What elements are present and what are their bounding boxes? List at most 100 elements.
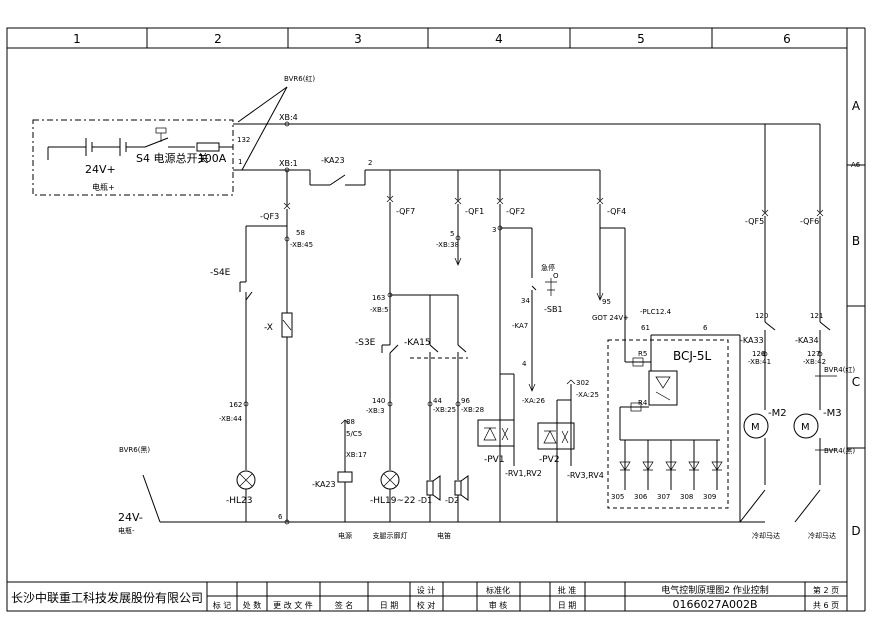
r5-label: R5 xyxy=(638,350,647,358)
main-switch-label: S4 电源总开关 xyxy=(136,151,208,165)
supply-label: 24V+ xyxy=(85,163,116,176)
column-label: 6 xyxy=(783,32,791,46)
bcj-label: BCJ-5L xyxy=(673,349,711,363)
node-2-label: 2 xyxy=(368,159,372,167)
m3-glyph: M xyxy=(801,422,810,433)
battery-minus-label: 电瓶- xyxy=(118,526,135,535)
column-label: 4 xyxy=(495,32,503,46)
branch-qf3 xyxy=(236,170,293,522)
node-61: 61 xyxy=(641,324,650,332)
led-label: 308 xyxy=(680,493,693,501)
m2-label: -M2 xyxy=(768,408,787,419)
bvr6-bottom-cable xyxy=(142,474,161,523)
hl19-xb: -XB:3 xyxy=(366,407,385,415)
node-6: 6 xyxy=(703,324,708,332)
battery-circuit xyxy=(47,127,233,160)
column-dividers xyxy=(146,28,713,48)
bvr4-bottom-label: BVR4(黑) xyxy=(824,447,855,455)
qf3-xb: -XB:45 xyxy=(290,241,313,249)
branch-pv2 xyxy=(537,379,576,522)
ka34-label: -KA34 xyxy=(795,336,819,345)
r4-label: R4 xyxy=(638,399,648,407)
qf6-xb: -XB:42 xyxy=(803,358,826,366)
tb-standard: 标准化 xyxy=(486,585,510,595)
caption-horn: 电笛 xyxy=(437,531,451,540)
qf3-label: -QF3 xyxy=(260,212,279,221)
row-label: C xyxy=(852,375,860,389)
s4e-label: -S4E xyxy=(210,268,231,278)
tb-change-doc: 更 改 文 件 xyxy=(273,600,313,610)
qf4-wire: 95 xyxy=(602,298,611,306)
rv12-label: -RV1,RV2 xyxy=(505,469,542,478)
qf4-label: -QF4 xyxy=(607,207,626,216)
xb1-label: XB:1 xyxy=(279,159,298,168)
bcj-internal xyxy=(619,334,741,522)
branch-qf5 xyxy=(739,124,776,523)
column-label: 5 xyxy=(637,32,645,46)
sheet-total: 共 6 页 xyxy=(813,601,839,610)
m3-motor-symbol xyxy=(793,413,819,439)
bvr6-bottom-label: BVR6(黑) xyxy=(119,446,150,454)
hl23-label: -HL23 xyxy=(226,496,252,506)
tb-approve: 批 准 xyxy=(558,585,577,595)
tb-design: 设 计 xyxy=(417,585,436,595)
ka23-coil-wire: 88 xyxy=(346,418,355,426)
horn-xb-a: -XB:25 xyxy=(433,406,456,414)
horn-xb-b: -XB:28 xyxy=(461,406,484,414)
bvr6-top-cable xyxy=(237,86,288,171)
m3-label: -M3 xyxy=(823,408,842,419)
d2-label: -D2 xyxy=(445,496,459,505)
qf6-wire-2: 127 xyxy=(807,350,820,358)
drawing-number: 0166027A002B xyxy=(672,598,757,611)
qf7-label: -QF7 xyxy=(396,207,415,216)
d1-label: -D1 xyxy=(418,496,432,505)
pin-132: 132 xyxy=(237,136,250,144)
m2-motor-symbol xyxy=(743,413,769,439)
sb1-mark-o: O xyxy=(553,272,559,280)
tb-approve-date: 日 期 xyxy=(558,601,577,610)
ka23-contact xyxy=(309,170,366,186)
branch-qf4 xyxy=(596,170,626,362)
drawing-title: 电气控制原理图2 作业控制 xyxy=(661,584,769,596)
sb1-wire: 34 xyxy=(521,297,530,305)
xa26-label: -XA:26 xyxy=(522,397,545,405)
pv1-symbol xyxy=(477,419,515,447)
qf5-wire: 120 xyxy=(755,312,768,320)
led-label: 305 xyxy=(611,493,624,501)
title-block xyxy=(7,581,847,611)
fuse-label: 100A xyxy=(198,152,227,165)
ground-node-6: 6 xyxy=(278,513,283,521)
hl19-label: -HL19~22 xyxy=(370,496,415,506)
pv2-label: -PV2 xyxy=(539,455,560,465)
qf1-label: -QF1 xyxy=(465,207,484,216)
qf7-xb: -XB:5 xyxy=(370,306,389,314)
qf3-wire: 58 xyxy=(296,229,305,237)
branch-qf7 xyxy=(380,170,469,522)
column-label: 3 xyxy=(354,32,362,46)
qf5-label: -QF5 xyxy=(745,217,764,226)
caption-cooling-motor: 冷却马达 xyxy=(752,531,780,540)
led-label: 306 xyxy=(634,493,648,501)
a6-ref: A6 xyxy=(851,161,861,169)
pin-1: 1 xyxy=(238,158,242,166)
bvr4-top-label: BVR4(红) xyxy=(824,365,855,374)
row-label: A xyxy=(852,99,861,113)
sheet-number: 第 2 页 xyxy=(813,585,839,595)
bcj-module-box xyxy=(607,339,729,509)
tb-review: 审 核 xyxy=(489,600,508,610)
xb4-label: XB:4 xyxy=(279,113,298,122)
qf1-wire: 5 xyxy=(450,230,454,238)
sb1-label: -SB1 xyxy=(544,305,563,314)
d1-horn-symbol xyxy=(426,480,434,496)
bcj-led-array xyxy=(619,440,723,490)
m2-glyph: M xyxy=(751,422,760,433)
tb-check: 校 对 xyxy=(417,600,436,610)
caption-outrigger-lamp: 支腿示廓灯 xyxy=(373,531,408,540)
qf2-label: -QF2 xyxy=(506,207,525,216)
tb-date: 日 期 xyxy=(380,601,399,610)
ka23-contact-label: -KA23 xyxy=(321,156,345,165)
qf6-wire: 121 xyxy=(810,312,823,320)
ka15-label: -KA15 xyxy=(404,338,431,348)
ka23-coil-pin: 5/C5 xyxy=(346,430,362,438)
